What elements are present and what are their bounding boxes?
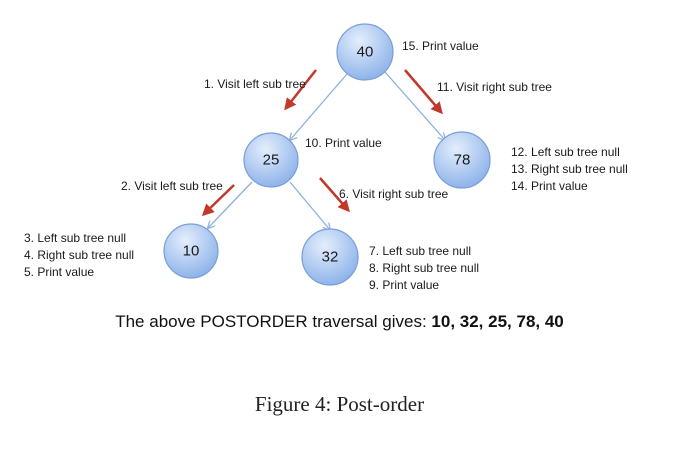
- figure-caption: Figure 4: Post-order: [254, 392, 425, 416]
- step-2-label: 2. Visit left sub tree: [121, 179, 223, 193]
- edge-25-10: [208, 181, 253, 228]
- edge-25-32: [289, 181, 330, 230]
- step-arrow-right-25: [319, 177, 350, 213]
- step-9-label: 9. Print value: [369, 278, 439, 292]
- node-label: 40: [357, 44, 374, 61]
- edge-40-78: [384, 71, 445, 140]
- step-1-label: 1. Visit left sub tree: [204, 77, 306, 91]
- step-arrow-right-root: [404, 69, 443, 115]
- step-13-label: 13. Right sub tree null: [511, 162, 628, 176]
- step-3-label: 3. Left sub tree null: [24, 231, 126, 245]
- result-sequence: 10, 32, 25, 78, 40: [431, 312, 564, 331]
- step-7-label: 7. Left sub tree null: [369, 244, 471, 258]
- step-5-label: 5. Print value: [24, 265, 94, 279]
- step-12-label: 12. Left sub tree null: [511, 145, 620, 159]
- step-11-label: 11. Visit right sub tree: [437, 80, 552, 94]
- node-78: 78: [433, 131, 491, 189]
- node-40: 40: [336, 23, 394, 81]
- node-25: 25: [243, 132, 299, 188]
- step-6-label: 6. Visit right sub tree: [339, 187, 448, 201]
- step-arrow-left-root: [284, 69, 317, 111]
- step-14-label: 14. Print value: [511, 179, 588, 193]
- node-label: 10: [183, 243, 200, 260]
- node-32: 32: [301, 228, 359, 286]
- step-8-label: 8. Right sub tree null: [369, 261, 479, 275]
- edge-40-25: [290, 73, 348, 140]
- node-label: 25: [263, 152, 280, 169]
- node-10: 10: [163, 223, 219, 279]
- tree-diagram: 40 25 78 10 32 15. Print value 1. Visit …: [24, 23, 628, 292]
- step-4-label: 4. Right sub tree null: [24, 248, 134, 262]
- traversal-result: The above POSTORDER traversal gives: 10,…: [0, 312, 679, 332]
- node-label: 78: [454, 152, 471, 169]
- step-15-label: 15. Print value: [402, 39, 479, 53]
- node-label: 32: [322, 249, 339, 266]
- step-10-label: 10. Print value: [305, 136, 382, 150]
- step-arrow-left-25: [201, 184, 235, 217]
- result-prefix: The above POSTORDER traversal gives:: [115, 312, 432, 331]
